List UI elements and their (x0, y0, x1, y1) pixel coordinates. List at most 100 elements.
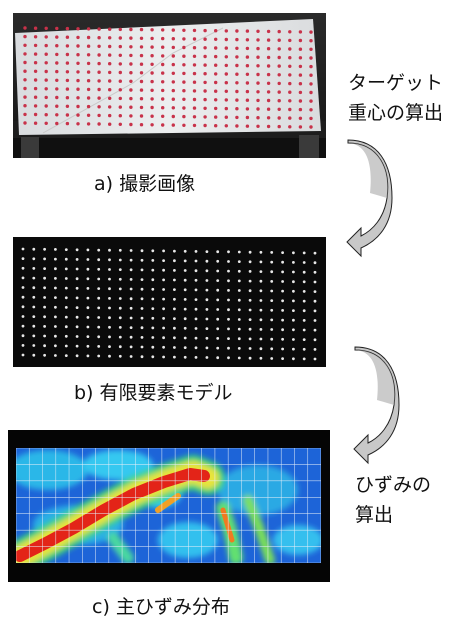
curved-arrow-2 (350, 345, 400, 465)
target-dot (97, 277, 101, 281)
target-dot (140, 345, 144, 349)
target-dot (108, 53, 112, 57)
target-dot (150, 97, 154, 101)
target-dot (298, 38, 303, 43)
target-dot (151, 326, 155, 330)
target-dot (86, 354, 90, 358)
target-dot (298, 125, 303, 129)
curved-arrow-1-icon (346, 139, 393, 258)
target-dot (129, 88, 133, 92)
target-dot (259, 328, 263, 331)
target-dot (54, 248, 57, 251)
target-dot (118, 345, 122, 349)
target-dot (55, 87, 59, 91)
target-dot (118, 44, 123, 49)
target-dot (270, 251, 274, 254)
target-dot (288, 38, 292, 43)
target-dot (302, 357, 306, 361)
target-dot (270, 260, 274, 264)
target-dot (118, 316, 122, 320)
target-dot (65, 87, 70, 91)
target-dot (256, 55, 260, 59)
target-dot (108, 258, 111, 262)
target-dot (76, 61, 80, 65)
target-dot (205, 308, 209, 311)
target-dot (302, 309, 306, 313)
target-dot (182, 45, 186, 50)
target-dot (151, 355, 155, 359)
target-dot (194, 336, 198, 340)
target-dot (150, 45, 154, 49)
target-dot (292, 299, 295, 303)
target-dot (86, 258, 90, 261)
target-dot (288, 73, 292, 77)
target-dot (235, 55, 239, 59)
target-dot (140, 268, 144, 272)
target-dot (183, 336, 187, 340)
curved-arrow-2-icon (353, 346, 400, 465)
target-dot (292, 338, 295, 341)
target-dot (266, 98, 271, 103)
target-dot (235, 81, 239, 85)
target-dot (65, 78, 70, 83)
target-dot (259, 250, 263, 254)
target-dot (235, 46, 239, 50)
target-dot (237, 308, 241, 312)
target-dot (270, 308, 274, 312)
target-dot (86, 122, 91, 126)
target-dot (182, 37, 186, 41)
target-dot (97, 87, 101, 92)
target-dot (139, 123, 144, 127)
target-dot (23, 52, 27, 56)
target-dot (173, 269, 176, 272)
target-dot (86, 79, 91, 83)
target-dot (86, 61, 91, 66)
target-dot (194, 269, 198, 273)
target-dot (108, 96, 112, 101)
target-dot (313, 348, 317, 351)
target-dot (266, 64, 271, 68)
target-dot (298, 116, 303, 121)
target-dot (214, 106, 218, 111)
target-dot (97, 258, 101, 262)
target-dot (277, 55, 281, 60)
target-dot (192, 115, 197, 119)
target-dot (245, 89, 250, 94)
target-dot (76, 70, 80, 74)
target-dot (43, 353, 46, 357)
target-dot (33, 112, 38, 117)
target-dot (32, 286, 36, 290)
target-dot (140, 326, 144, 330)
target-dot (259, 270, 263, 273)
target-dot (309, 90, 313, 95)
target-dot (162, 278, 166, 282)
target-dot (44, 113, 48, 117)
target-dot (54, 334, 57, 338)
target-dot (23, 34, 27, 39)
target-dot (281, 280, 284, 283)
target-dot (224, 46, 228, 50)
target-dot (86, 87, 91, 92)
target-dot (182, 28, 186, 32)
target-dot (129, 306, 133, 310)
target-dot (171, 62, 175, 67)
target-dot (277, 29, 281, 34)
target-dot (277, 81, 281, 86)
target-dot (76, 96, 80, 100)
target-dot (118, 258, 122, 262)
target-dot (214, 72, 218, 76)
target-dot (54, 305, 57, 309)
target-dot (194, 346, 198, 350)
target-dot (248, 308, 252, 312)
target-dot (21, 324, 25, 328)
target-dot (108, 36, 112, 40)
target-dot (224, 63, 228, 68)
target-dot (21, 266, 25, 270)
target-dot (21, 353, 25, 357)
target-dot (248, 260, 252, 264)
target-dot (21, 295, 25, 299)
target-dot (108, 335, 111, 339)
panel-a-photo (13, 13, 326, 158)
target-dot (194, 307, 198, 311)
target-dot (161, 114, 165, 119)
